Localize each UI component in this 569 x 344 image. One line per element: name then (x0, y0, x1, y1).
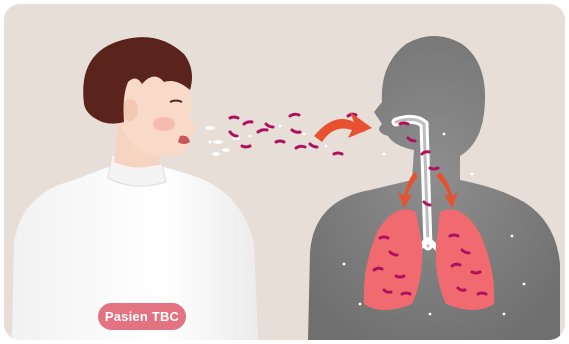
illustration-canvas (4, 4, 565, 340)
illustration-panel: Pasien TBC (4, 4, 565, 340)
patient-label-badge: Pasien TBC (98, 303, 186, 330)
inhalation-arrow (314, 112, 372, 142)
patient-cheek (153, 117, 175, 131)
receiver-silhouette (308, 36, 560, 340)
receiver-figure (308, 36, 560, 340)
patient-ear (122, 99, 138, 121)
patient-figure (12, 37, 258, 340)
